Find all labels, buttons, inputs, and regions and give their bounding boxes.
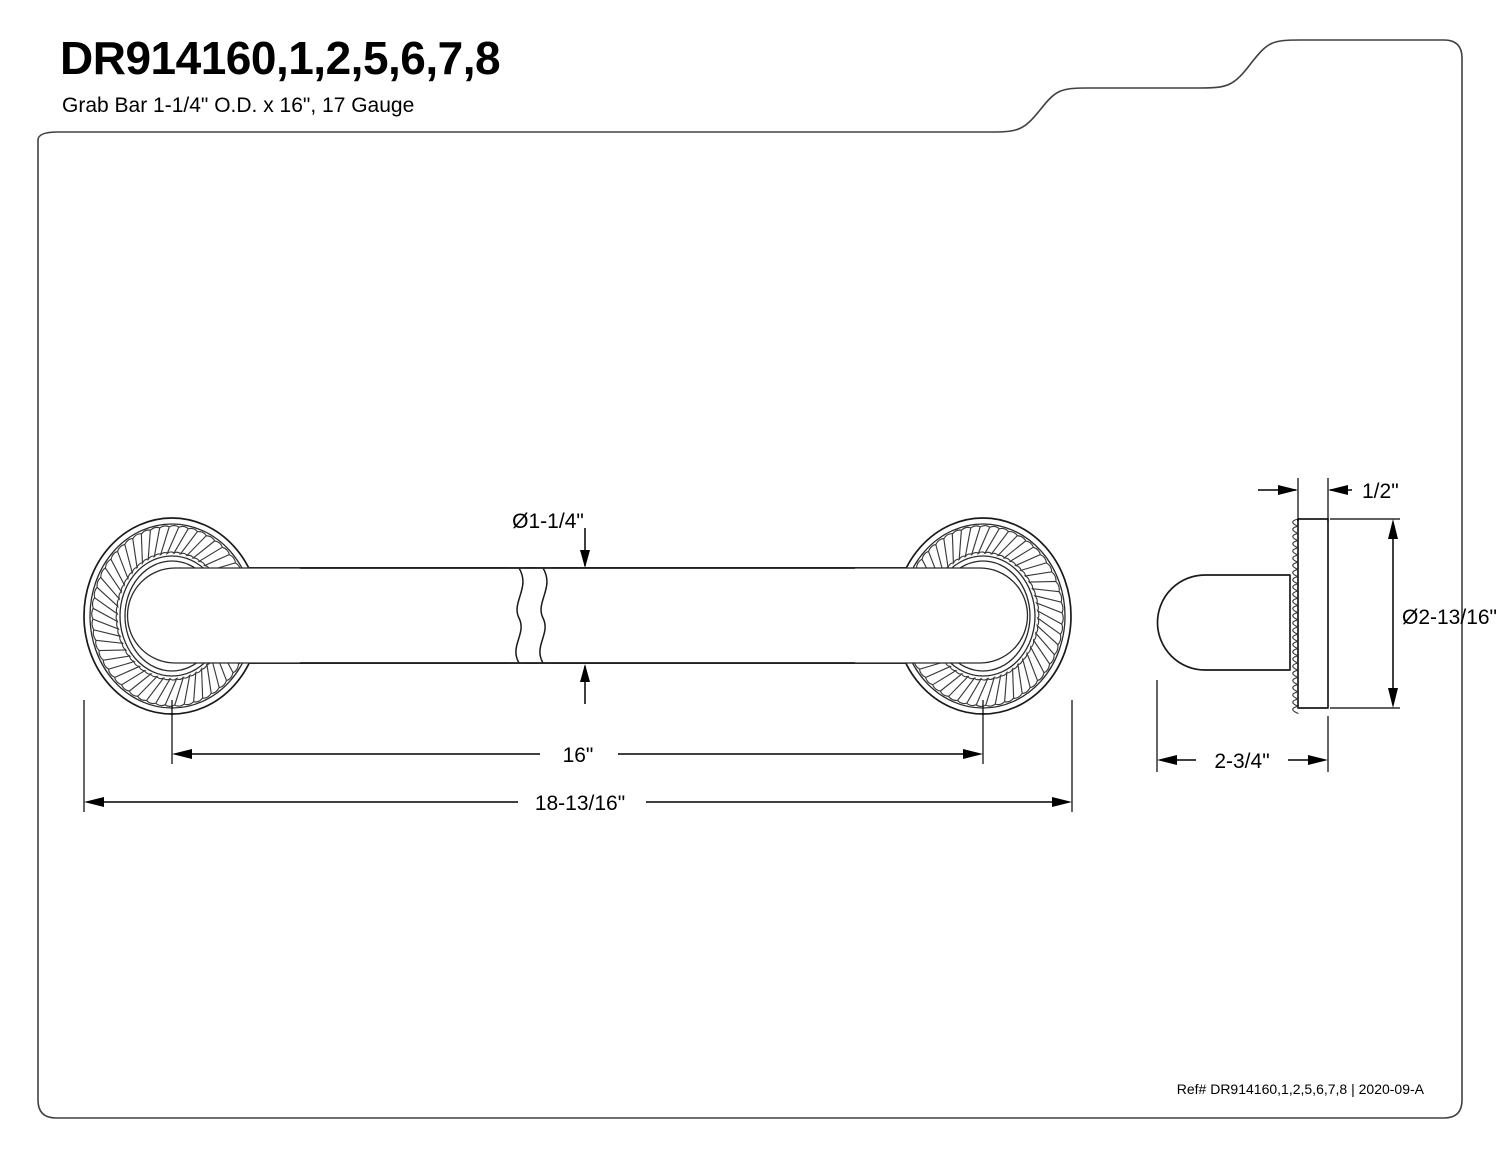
bar-body xyxy=(161,567,994,664)
side-bar-post xyxy=(1156,574,1291,671)
dim-projection: 2-3/4" xyxy=(1156,680,1329,774)
dim-label-center-span: 16" xyxy=(563,744,594,767)
dim-label-flange-thickness: 1/2" xyxy=(1362,480,1399,503)
dim-bar-diameter: Ø1-1/4" xyxy=(512,510,590,704)
front-view-assembly: Ø1-1/4" 16" 18-13/16" xyxy=(83,510,1073,816)
flange-serration xyxy=(1292,518,1299,714)
dim-label-flange-diameter: Ø2-13/16" xyxy=(1402,606,1497,629)
dim-flange-diameter: Ø2-13/16" xyxy=(1330,518,1497,709)
dim-label-bar-diameter: Ø1-1/4" xyxy=(512,510,584,533)
dim-label-overall-length: 18-13/16" xyxy=(535,792,625,815)
drawing-subtitle: Grab Bar 1-1/4" O.D. x 16", 17 Gauge xyxy=(62,94,414,117)
bar-end-caps xyxy=(126,567,1029,664)
drawing-title: DR914160,1,2,5,6,7,8 xyxy=(60,32,500,84)
reference-footer: Ref# DR914160,1,2,5,6,7,8 | 2020-09-A xyxy=(1177,1081,1425,1097)
break-symbol xyxy=(509,567,553,664)
side-flange-disc xyxy=(1292,518,1329,714)
side-view-assembly: 1/2" Ø2-13/16" 2-3/4" xyxy=(1156,478,1497,774)
dim-label-projection: 2-3/4" xyxy=(1214,750,1269,773)
dim-flange-thickness: 1/2" xyxy=(1258,478,1399,521)
sheet-border xyxy=(37,39,1463,1119)
dim-overall-length: 18-13/16" xyxy=(83,700,1073,816)
dim-center-span: 16" xyxy=(171,700,984,768)
